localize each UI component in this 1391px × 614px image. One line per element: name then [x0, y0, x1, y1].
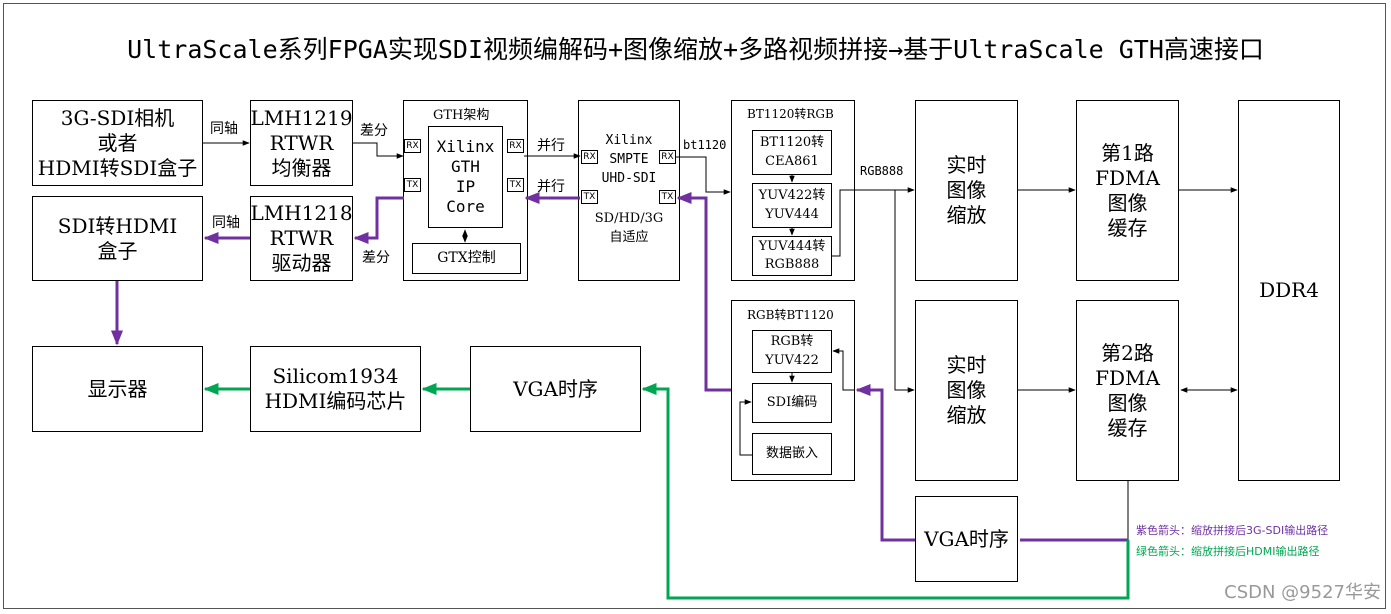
coax-label-1: 同轴	[210, 121, 238, 137]
gth-rx-in-port: RX	[404, 139, 421, 153]
display-box: 显示器	[32, 346, 203, 432]
diagram-frame	[3, 3, 1386, 609]
fdma-1-buffer-box: 第1路 FDMA 图像 缓存	[1076, 100, 1179, 281]
gth-tx-out-port: TX	[404, 178, 421, 192]
bt1120-to-rgb-group-label: BT1120转RGB	[747, 107, 834, 121]
coax-label-2: 同轴	[212, 215, 240, 231]
edge-smpte-to-bt-group	[676, 156, 731, 195]
sdi-to-hdmi-box: SDI转HDMI 盒子	[32, 196, 203, 281]
gth-tx-in-port: TX	[507, 178, 524, 192]
camera-box: 3G-SDI相机 或者 HDMI转SDI盒子	[32, 100, 203, 186]
purple-edge-gth-to-lmh1218	[353, 196, 404, 244]
purple-edge-rgb-bt-to-smpte	[676, 192, 731, 392]
purple-edge-vga2-to-rgb-bt	[855, 384, 915, 542]
rgb888-label: RGB888	[860, 164, 904, 178]
legend-green-path: 绿色箭头：缩放拼接后HDMI输出路径	[1136, 545, 1320, 558]
smpte-rx-out-port: RX	[659, 150, 676, 164]
gth-group-label: GTH架构	[433, 108, 490, 123]
rgb-to-yuv422-box: RGB转 YUV422	[752, 330, 832, 373]
scaler-2-box: 实时 图像 缩放	[915, 300, 1018, 481]
bt1120-to-cea861-box: BT1120转 CEA861	[752, 130, 832, 175]
smpte-mode: SD/HD/3G 自适应	[594, 211, 664, 245]
smpte-tx-in-port: TX	[659, 190, 676, 204]
ddr4-box: DDR4	[1238, 100, 1340, 481]
gth-rx-out-port: RX	[507, 139, 524, 153]
bt1120-label: bt1120	[683, 138, 727, 152]
differential-label-1: 差分	[360, 123, 388, 139]
silicom1934-hdmi-encoder-box: Silicom1934 HDMI编码芯片	[250, 346, 421, 432]
edge-embed-feedback	[739, 399, 752, 456]
data-embed-box: 数据嵌入	[752, 433, 832, 475]
lmh1219-equalizer-box: LMH1219 RTWR 均衡器	[250, 100, 353, 186]
lmh1218-driver-box: LMH1218 RTWR 驱动器	[250, 196, 353, 281]
legend-purple-path: 紫色箭头：缩放拼接后3G-SDI输出路径	[1136, 524, 1329, 537]
watermark: CSDN @9527华安	[1224, 582, 1381, 603]
gtx-control-box: GTX控制	[412, 243, 521, 274]
green-edge-loop-to-vga1	[641, 383, 1130, 600]
sdi-encode-box: SDI编码	[752, 383, 832, 423]
scaler-1-box: 实时 图像 缩放	[915, 100, 1018, 281]
differential-label-2: 差分	[362, 250, 390, 266]
gth-ip-core-box: Xilinx GTH IP Core	[428, 126, 503, 228]
diagram-title: UltraScale系列FPGA实现SDI视频编解码+图像缩放+多路视频拼接→基…	[127, 35, 1264, 64]
vga-timing-2-box: VGA时序	[915, 496, 1018, 582]
edge-rgb-to-scalers	[832, 187, 915, 257]
smpte-rx-in-port: RX	[581, 150, 598, 164]
edge-lmh1219-to-gth	[353, 142, 404, 159]
vga-timing-1-box: VGA时序	[470, 346, 641, 432]
smpte-title: Xilinx SMPTE UHD-SDI	[601, 133, 657, 186]
rgb-to-bt1120-group-label: RGB转BT1120	[747, 308, 834, 322]
smpte-tx-out-port: TX	[581, 190, 598, 204]
yuv422-to-yuv444-box: YUV422转 YUV444	[752, 183, 832, 228]
yuv444-to-rgb888-box: YUV444转 RGB888	[752, 236, 832, 276]
edge-vga2-to-rgb2yuv	[832, 348, 855, 391]
edge-rgb-to-scaler-2	[894, 190, 915, 393]
fdma-2-buffer-box: 第2路 FDMA 图像 缓存	[1076, 300, 1179, 481]
parallel-label-1: 并行	[537, 138, 565, 154]
parallel-label-2: 并行	[537, 179, 565, 195]
